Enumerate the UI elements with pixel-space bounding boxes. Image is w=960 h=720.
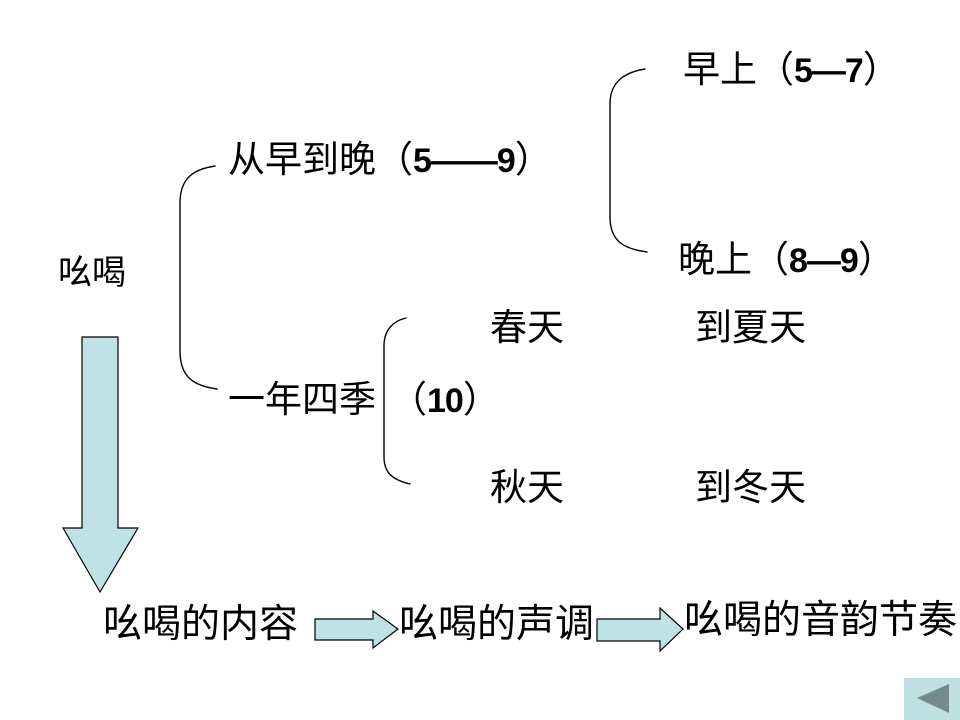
leaf-morning-label: 早上 xyxy=(683,48,757,91)
branch-year-range: 10 xyxy=(427,382,464,420)
back-triangle-icon xyxy=(917,684,949,713)
flow-arrow-1-icon xyxy=(314,609,400,650)
leaf-morning: 早上（5—7） xyxy=(683,48,900,91)
branch-year: 一年四季 （10） xyxy=(228,378,500,421)
leaf-morning-open-paren: （ xyxy=(757,48,794,91)
back-icon xyxy=(904,678,960,720)
down-arrow-icon xyxy=(61,336,140,594)
leaf-morning-range: 5—7 xyxy=(794,52,864,90)
leaf-evening-range: 8—9 xyxy=(789,242,859,280)
branch-year-label: 一年四季 xyxy=(228,378,376,421)
leaf-morning-close-paren: ） xyxy=(862,48,900,91)
branch-day-range: 5——9 xyxy=(413,142,516,180)
leaf-evening-label: 晚上 xyxy=(678,238,752,281)
bracket-group xyxy=(179,68,648,485)
leaf-evening: 晚上（8—9） xyxy=(678,238,895,281)
bracket-level1 xyxy=(179,165,218,390)
branch-year-close-paren: ） xyxy=(462,378,500,421)
branch-day-close-paren: ） xyxy=(514,138,552,181)
season-autumn: 秋天 xyxy=(490,466,564,509)
branch-year-open-paren: （ xyxy=(390,378,427,421)
branch-day: 从早到晚（5——9） xyxy=(228,138,552,181)
season-to-winter: 到冬天 xyxy=(695,466,806,509)
back-button[interactable] xyxy=(904,678,960,720)
flow-step-tone: 吆喝的声调 xyxy=(399,602,595,647)
leaf-evening-open-paren: （ xyxy=(752,238,789,281)
branch-day-open-paren: （ xyxy=(376,138,413,181)
season-spring: 春天 xyxy=(490,306,564,349)
flow-step-content: 吆喝的内容 xyxy=(103,602,299,647)
leaf-evening-close-paren: ） xyxy=(857,238,895,281)
season-to-summer: 到夏天 xyxy=(695,306,806,349)
bracket-time xyxy=(609,68,648,253)
flow-step-rhythm: 吆喝的音韵节奏 xyxy=(684,598,958,643)
root-label: 吆喝 xyxy=(58,253,126,293)
branch-day-label: 从早到晚 xyxy=(228,138,376,181)
flow-arrow-2-icon xyxy=(596,606,684,653)
